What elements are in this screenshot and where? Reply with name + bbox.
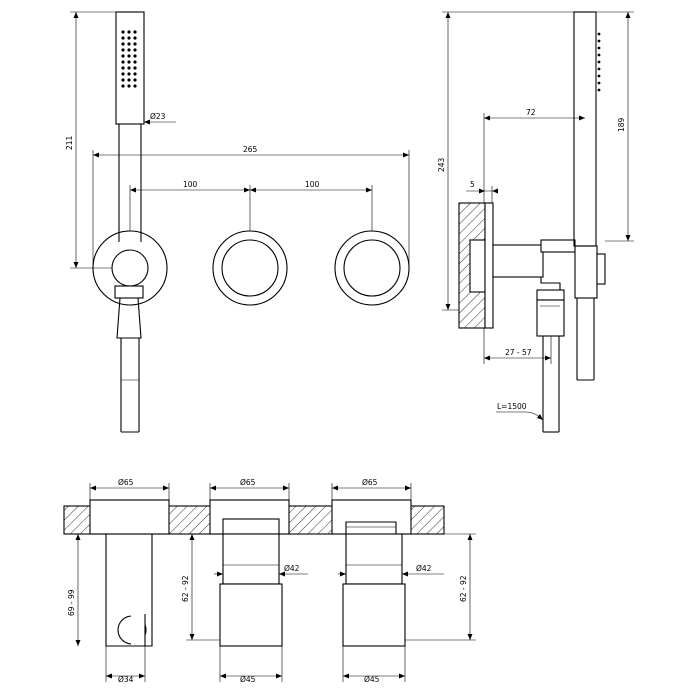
plate-dia-2-label: Ø65 xyxy=(240,478,256,487)
hose-length-label: L=1500 xyxy=(497,402,527,411)
right-depth-label: 62 - 92 xyxy=(459,575,468,602)
bottom-dia-mid-label: Ø45 xyxy=(240,675,256,684)
side-offset-label: 5 xyxy=(470,180,475,189)
bottom-dia-right-label: Ø45 xyxy=(364,675,380,684)
hand-shower-side xyxy=(573,11,597,247)
spacing-left-label: 100 xyxy=(183,180,198,189)
mid-depth-label: 62 - 92 xyxy=(181,575,190,602)
plate-dia-1-label: Ø65 xyxy=(118,478,134,487)
hand-shower-head xyxy=(115,11,145,125)
side-depth-range-label: 27 - 57 xyxy=(505,348,532,357)
front-height-label: 211 xyxy=(65,135,74,150)
plate-dia-3-label: Ø65 xyxy=(362,478,378,487)
side-projection-label: 72 xyxy=(526,108,536,117)
bottom-dia-left-label: Ø34 xyxy=(118,675,134,684)
body-dia-right-label: Ø42 xyxy=(416,564,432,573)
hand-shower-dia-label: Ø23 xyxy=(150,112,166,121)
overall-width-label: 265 xyxy=(243,145,258,154)
body-dia-mid-label: Ø42 xyxy=(284,564,300,573)
side-shower-height-label: 189 xyxy=(617,117,626,132)
side-view: 243 189 72 5 27 - 57 L=1500 xyxy=(437,11,634,433)
left-depth-label: 69 - 99 xyxy=(67,589,76,616)
spacing-right-label: 100 xyxy=(305,180,320,189)
shower-nozzles xyxy=(121,30,137,88)
knob-plate-middle xyxy=(212,230,288,306)
front-view: Ø23 211 265 xyxy=(65,11,410,433)
section-view: Ø65 Ø65 Ø65 69 - 99 62 - 92 62 - 92 xyxy=(63,478,476,684)
side-height-label: 243 xyxy=(437,157,446,172)
knob-plate-right xyxy=(334,230,410,306)
